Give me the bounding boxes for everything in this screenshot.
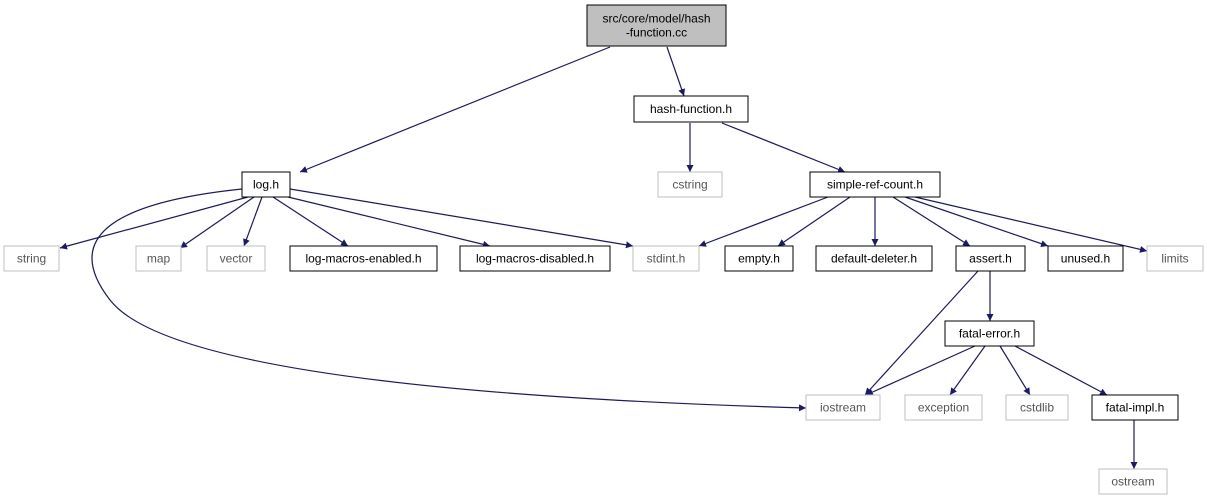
- node-box: [1005, 394, 1069, 421]
- edge-log-h-to-vector: [243, 196, 263, 247]
- node-iostream: iostream: [805, 394, 881, 421]
- node-box: [289, 245, 438, 272]
- node-empty-h[interactable]: empty.h: [724, 245, 794, 272]
- node-label: default-deleter.h: [831, 252, 917, 266]
- node-label: assert.h: [969, 252, 1012, 266]
- edge-log-h-to-log-macros-disabled-h: [287, 196, 491, 248]
- edge-log-h-to-log-macros-enabled-h: [272, 196, 349, 247]
- node-box: [586, 4, 727, 47]
- edge-simple-ref-count-h-to-unused-h: [904, 196, 1049, 248]
- node-limits: limits: [1146, 245, 1204, 272]
- node-label: -function.cc: [626, 26, 687, 40]
- node-label: limits: [1161, 252, 1188, 266]
- node-box: [459, 245, 611, 272]
- edge-fatal-error-h-to-exception: [949, 345, 986, 396]
- node-label: src/core/model/hash: [602, 12, 710, 26]
- node-label: log-macros-enabled.h: [305, 252, 421, 266]
- node-cstring: cstring: [657, 171, 723, 198]
- node-stdint-h: stdint.h: [632, 245, 700, 272]
- node-map: map: [135, 245, 182, 272]
- node-label: log-macros-disabled.h: [476, 252, 594, 266]
- node-box: [944, 320, 1035, 347]
- node-box: [206, 245, 266, 272]
- node-label: cstring: [672, 178, 707, 192]
- edge-fatal-error-h-to-fatal-impl-h: [1014, 345, 1108, 396]
- node-fatal-impl-h[interactable]: fatal-impl.h: [1091, 394, 1179, 421]
- node-label: cstdlib: [1020, 401, 1054, 415]
- node-label: simple-ref-count.h: [827, 178, 923, 192]
- node-box: [135, 245, 182, 272]
- node-log-macros-enabled-h[interactable]: log-macros-enabled.h: [289, 245, 438, 272]
- node-box: [1047, 245, 1124, 272]
- node-box: [633, 95, 749, 123]
- node-default-deleter-h[interactable]: default-deleter.h: [815, 245, 933, 272]
- edge-fatal-error-h-to-cstdlib: [999, 345, 1031, 396]
- nodes-layer: src/core/model/hash-function.cc hash-func…: [3, 4, 1204, 495]
- node-cstdlib: cstdlib: [1005, 394, 1069, 421]
- node-label: vector: [220, 252, 253, 266]
- node-box: [955, 245, 1026, 272]
- node-box: [657, 171, 723, 198]
- edge-root-to-log-h: [299, 46, 611, 173]
- edge-fatal-error-h-to-iostream: [865, 345, 976, 396]
- node-box: [1091, 394, 1179, 421]
- node-label: hash-function.h: [650, 102, 732, 116]
- node-label: iostream: [820, 401, 866, 415]
- node-box: [1098, 468, 1168, 495]
- node-hash-function-h[interactable]: hash-function.h: [633, 95, 749, 123]
- node-box: [815, 245, 933, 272]
- edge-simple-ref-count-h-to-empty-h: [777, 196, 851, 247]
- node-exception: exception: [904, 394, 983, 421]
- edge-root-to-hash-function-h: [666, 46, 686, 97]
- edge-simple-ref-count-h-to-assert-h: [892, 196, 971, 247]
- node-label: log.h: [253, 178, 279, 192]
- edge-assert-h-to-iostream: [864, 270, 979, 396]
- node-unused-h[interactable]: unused.h: [1047, 245, 1124, 272]
- node-box: [1146, 245, 1204, 272]
- edge-log-h-to-iostream: [91, 188, 807, 412]
- node-log-h[interactable]: log.h: [241, 171, 291, 198]
- node-label: unused.h: [1061, 252, 1110, 266]
- edge-log-h-to-stdint-h: [289, 188, 634, 249]
- node-string: string: [3, 245, 60, 272]
- node-box: [241, 171, 291, 198]
- node-label: map: [147, 252, 171, 266]
- node-label: empty.h: [738, 252, 780, 266]
- edge-log-h-to-string: [59, 196, 249, 250]
- node-box: [3, 245, 60, 272]
- node-vector: vector: [206, 245, 266, 272]
- node-label: exception: [918, 401, 969, 415]
- node-label: ostream: [1111, 475, 1154, 489]
- node-simple-ref-count-h[interactable]: simple-ref-count.h: [809, 171, 941, 198]
- node-label: string: [17, 252, 46, 266]
- edge-hash-function-h-to-simple-ref-count-h: [721, 122, 846, 173]
- node-box: [904, 394, 983, 421]
- node-ostream: ostream: [1098, 468, 1168, 495]
- node-root[interactable]: src/core/model/hash-function.cc: [586, 4, 727, 47]
- node-fatal-error-h[interactable]: fatal-error.h: [944, 320, 1035, 347]
- node-label: fatal-impl.h: [1106, 401, 1165, 415]
- edge-simple-ref-count-h-to-limits: [914, 196, 1148, 253]
- node-box: [724, 245, 794, 272]
- node-label: fatal-error.h: [959, 327, 1020, 341]
- edges-layer: [59, 46, 1148, 469]
- node-box: [809, 171, 941, 198]
- edge-log-h-to-map: [179, 196, 255, 249]
- node-log-macros-disabled-h[interactable]: log-macros-disabled.h: [459, 245, 611, 272]
- node-box: [805, 394, 881, 421]
- node-assert-h[interactable]: assert.h: [955, 245, 1026, 272]
- node-label: stdint.h: [647, 252, 686, 266]
- edge-simple-ref-count-h-to-stdint-h: [698, 196, 829, 247]
- node-box: [632, 245, 700, 272]
